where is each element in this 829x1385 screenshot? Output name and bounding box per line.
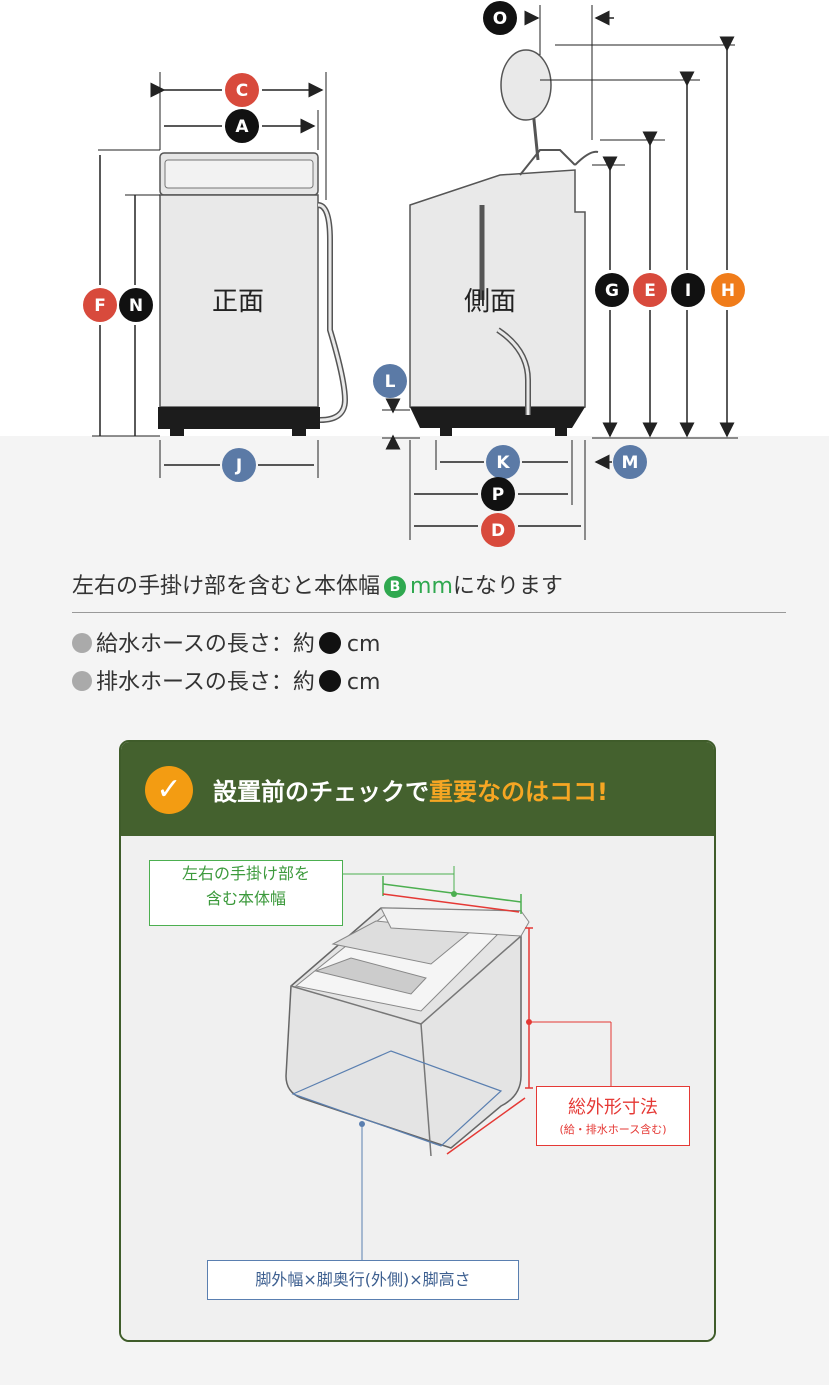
badge-e-text: E — [644, 281, 656, 301]
width-note-unit: mm — [410, 574, 453, 599]
front-view-washer — [158, 152, 349, 436]
panel-header: ✓ 設置前のチェックで重要なのはココ! — [121, 742, 714, 836]
supply-hose-label: 給水ホースの長さ：約 — [96, 632, 315, 657]
total-dimension-sub: (給・排水ホース含む) — [559, 1123, 667, 1136]
badge-f-text: F — [94, 296, 106, 316]
bullet-dot — [72, 633, 92, 653]
supply-hose-row: 給水ホースの長さ：約 cm — [72, 626, 380, 658]
badge-d-text: D — [491, 521, 505, 541]
side-label: 側面 — [464, 287, 516, 317]
badge-k-text: K — [496, 453, 510, 473]
badge-m-text: M — [622, 453, 639, 473]
badge-l-text: L — [385, 372, 396, 392]
badge-c-text: C — [236, 81, 248, 101]
drain-hose-label: 排水ホースの長さ：約 — [96, 670, 315, 695]
badge-p-text: P — [492, 485, 504, 505]
divider — [72, 612, 786, 613]
supply-hose-unit: cm — [346, 632, 381, 657]
badge-e — [633, 273, 667, 307]
check-panel: ✓ 設置前のチェックで重要なのはココ! — [119, 740, 716, 1342]
panel-title-highlight: 重要なのはココ! — [429, 778, 608, 806]
width-callout: 左右の手掛け部を 含む本体幅 — [149, 860, 343, 926]
bullet-dot — [72, 671, 92, 691]
badge-o-text: O — [493, 9, 507, 29]
badge-j — [222, 448, 256, 482]
badge-d — [481, 513, 515, 547]
badge-g — [595, 273, 629, 307]
badge-h-text: H — [721, 281, 735, 301]
badge-p — [481, 477, 515, 511]
badge-g-text: G — [605, 281, 619, 301]
width-note-suffix: になります — [452, 574, 563, 599]
badge-i-text: I — [685, 281, 691, 301]
drain-hose-row: 排水ホースの長さ：約 cm — [72, 664, 380, 696]
badge-m — [613, 445, 647, 479]
side-view-washer — [409, 49, 599, 436]
panel-title: 設置前のチェックで重要なのはココ! — [213, 772, 608, 807]
panel-body: 左右の手掛け部を 含む本体幅 総外形寸法 (給・排水ホース含む) 脚外幅×脚奥行… — [121, 836, 714, 1340]
front-label: 正面 — [212, 287, 264, 317]
washer-illustration — [285, 866, 612, 1260]
badge-c — [225, 73, 259, 107]
drain-hose-unit: cm — [346, 670, 381, 695]
total-dimension-label: 総外形寸法 — [568, 1097, 658, 1118]
badge-a — [225, 109, 259, 143]
badge-i — [671, 273, 705, 307]
feet-callout: 脚外幅×脚奥行(外側)×脚高さ — [207, 1260, 519, 1300]
badge-a-text: A — [235, 117, 249, 137]
badge-h — [711, 273, 745, 307]
dimension-diagram: 正面 側面 — [0, 0, 829, 547]
badge-l — [373, 364, 407, 398]
total-dimension-callout: 総外形寸法 (給・排水ホース含む) — [536, 1086, 690, 1146]
badge-o — [483, 1, 517, 35]
badge-f — [83, 288, 117, 322]
badge-j-text: J — [235, 456, 242, 476]
value-dot — [318, 670, 341, 692]
width-callout-line2: 含む本体幅 — [205, 889, 286, 908]
width-note-prefix: 左右の手掛け部を含むと本体幅 — [72, 574, 381, 599]
badge-b: B — [384, 576, 407, 598]
check-icon: ✓ — [145, 766, 193, 814]
width-callout-line1: 左右の手掛け部を — [181, 864, 310, 883]
badge-n — [119, 288, 153, 322]
badge-k — [486, 445, 520, 479]
panel-title-prefix: 設置前のチェックで — [213, 778, 429, 806]
badge-n-text: N — [129, 296, 143, 316]
value-dot — [318, 632, 341, 654]
